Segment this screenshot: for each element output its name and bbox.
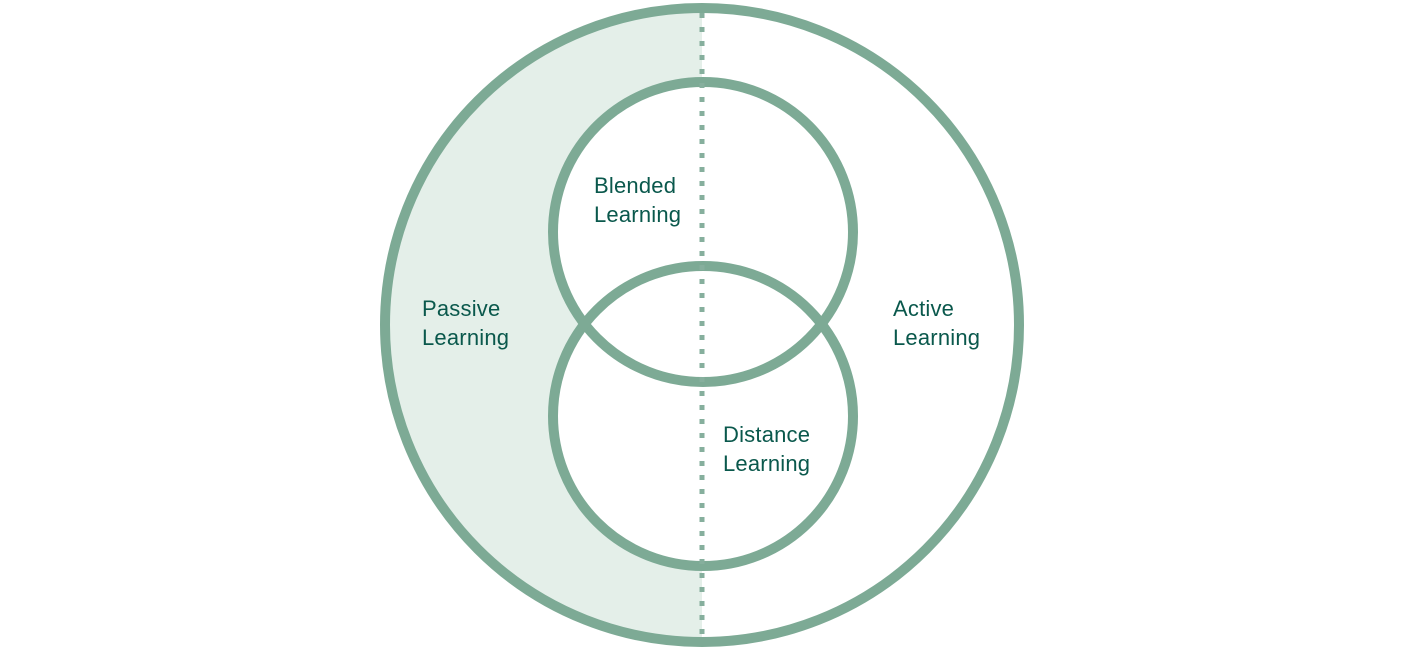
distance-learning-label: Distance Learning — [723, 420, 810, 478]
distance-learning-label-line1: Distance — [723, 422, 811, 447]
passive-learning-label-line1: Passive — [422, 296, 501, 321]
blended-learning-label-line1: Blended — [594, 173, 677, 198]
passive-learning-label-line2: Learning — [422, 325, 510, 350]
passive-learning-label: Passive Learning — [422, 294, 509, 352]
outer-circle-outline — [380, 3, 1024, 647]
active-learning-label-line1: Active — [893, 296, 955, 321]
distance-learning-label-line2: Learning — [723, 451, 811, 476]
active-learning-label: Active Learning — [893, 294, 980, 352]
distance-circle-interior — [553, 266, 853, 566]
blended-learning-label-line2: Learning — [594, 202, 682, 227]
blended-learning-label: Blended Learning — [594, 171, 681, 229]
active-learning-label-line2: Learning — [893, 325, 981, 350]
